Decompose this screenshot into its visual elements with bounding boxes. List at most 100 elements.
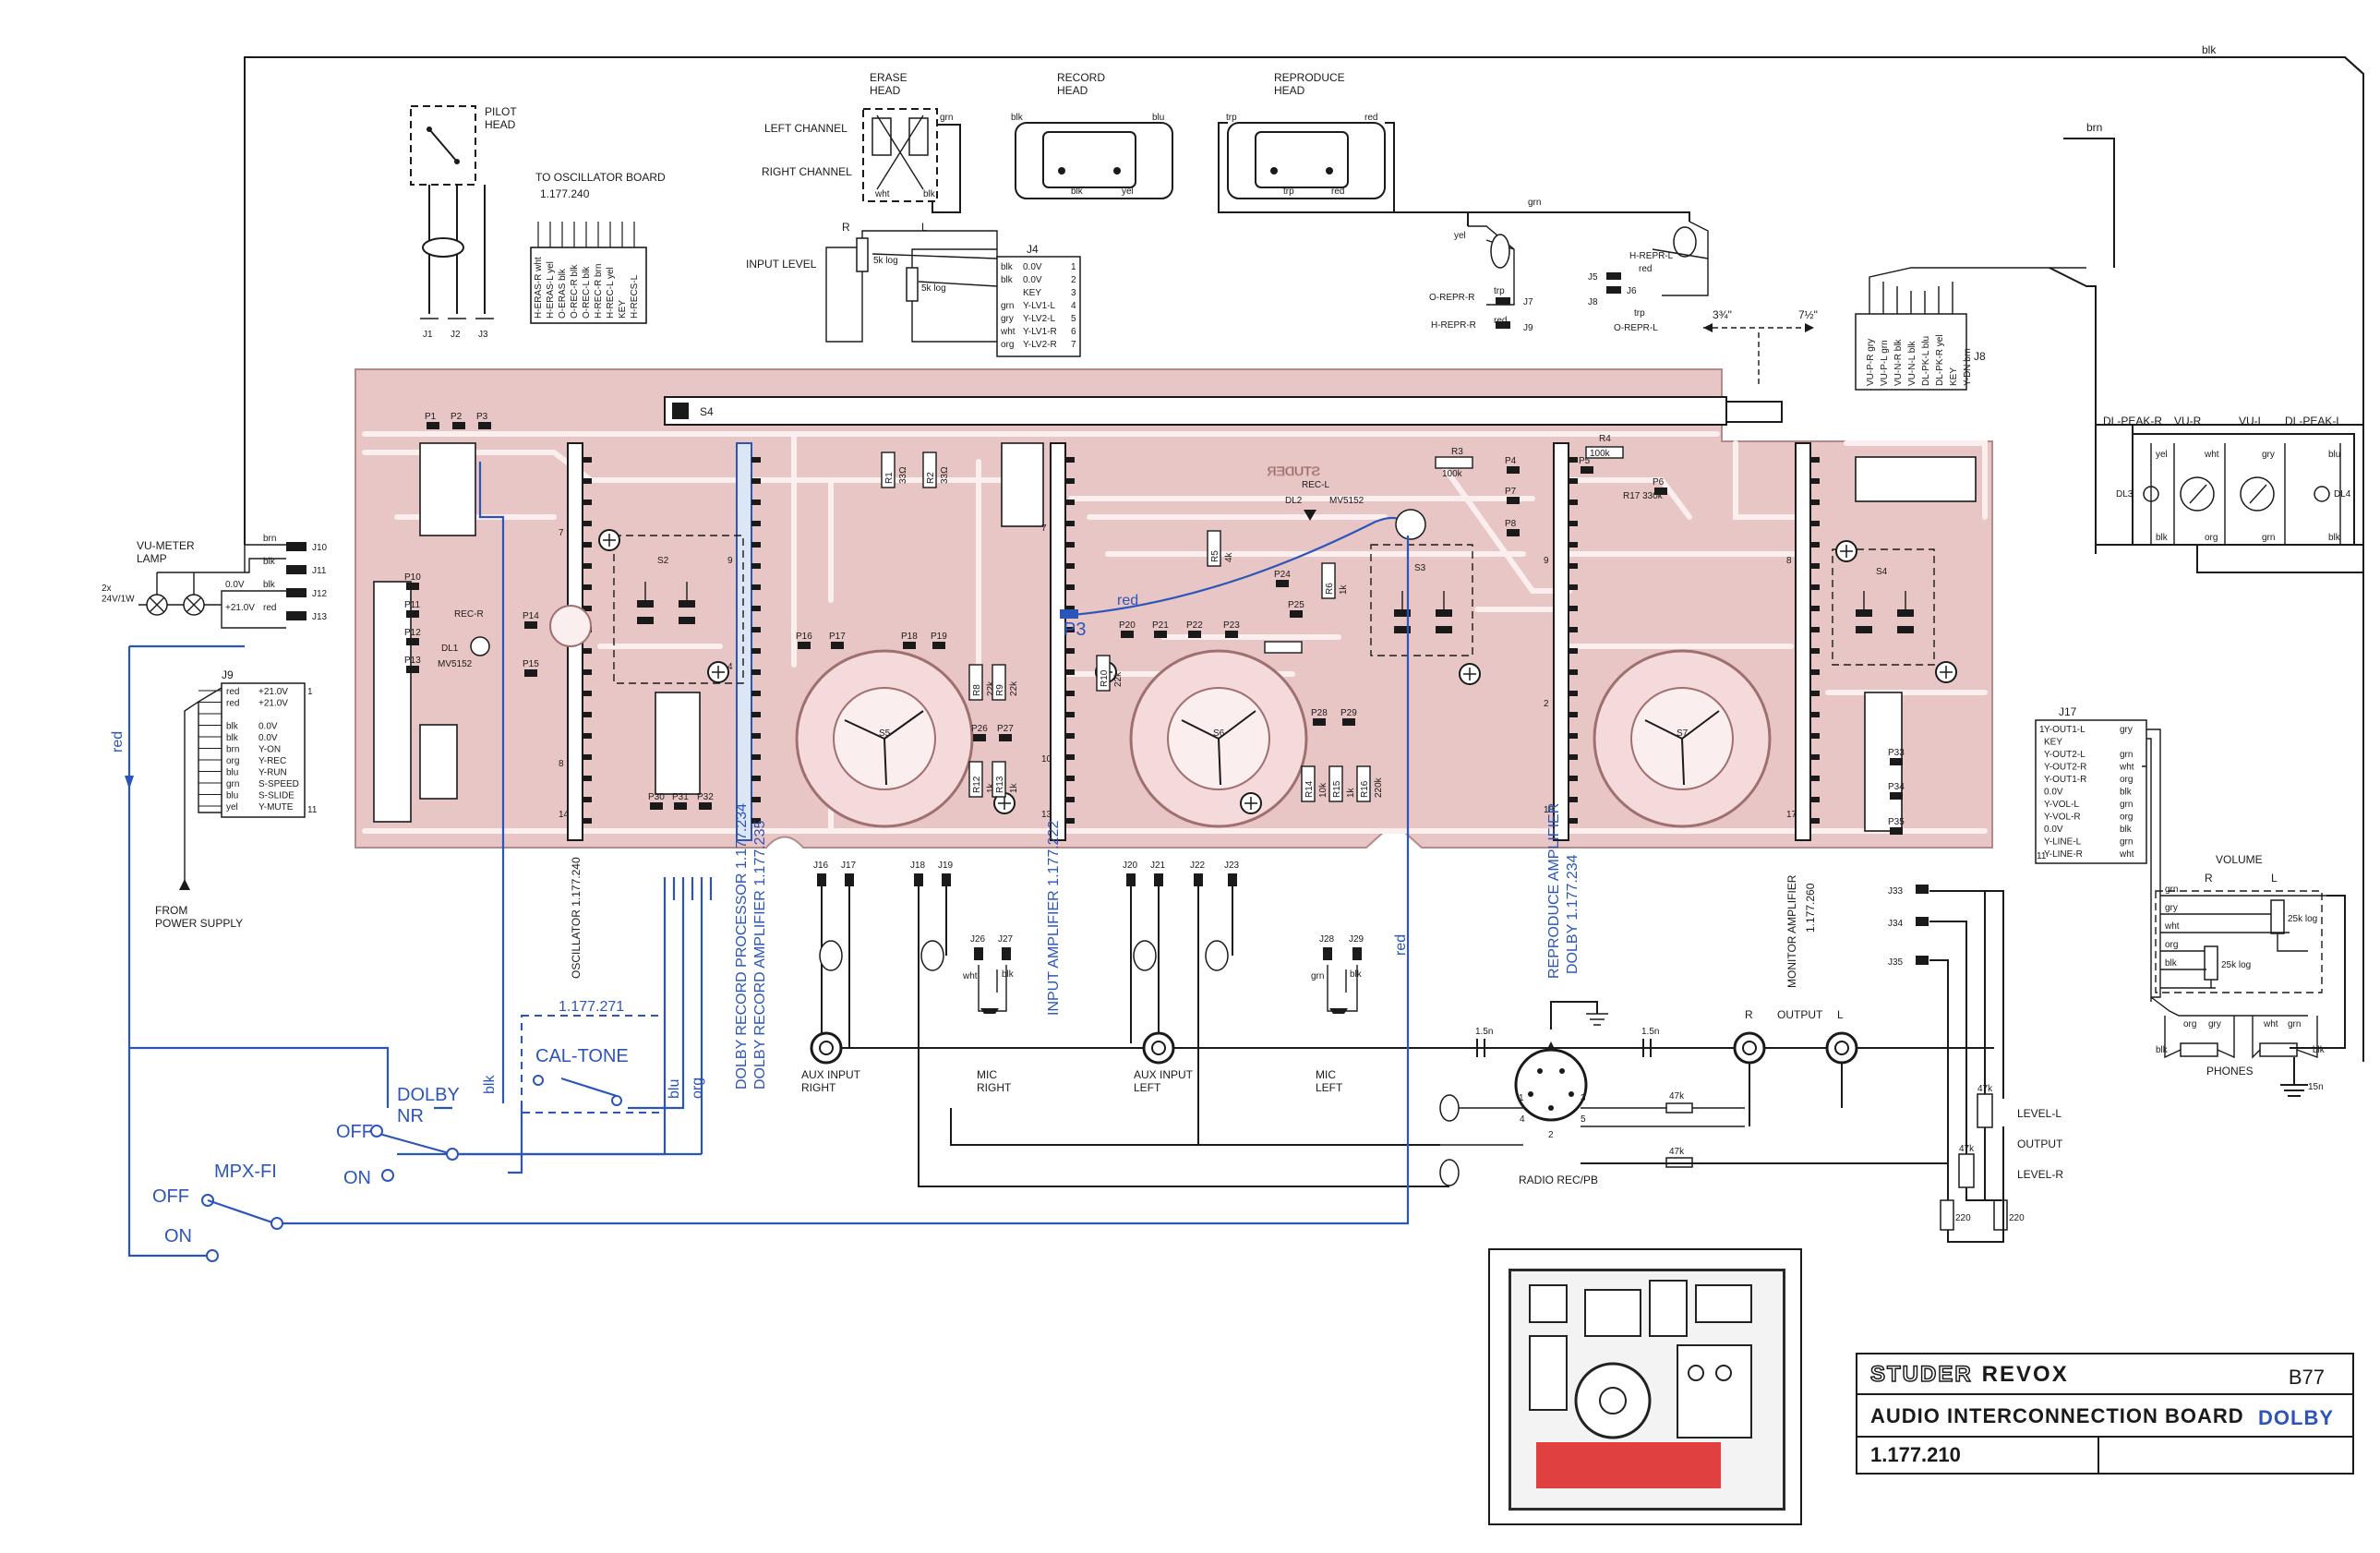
bar-pin bbox=[1569, 542, 1578, 548]
repro-red2: red bbox=[1639, 264, 1652, 274]
j8-label: J8 bbox=[1974, 350, 1986, 363]
top-wire-blk-label: blk bbox=[2202, 43, 2217, 56]
pcb-p30-label: P30 bbox=[648, 792, 665, 802]
j9-row-color: brn bbox=[226, 745, 239, 755]
vu-lamp-color: red bbox=[263, 603, 276, 613]
bar-pin bbox=[583, 754, 592, 760]
oscillator-connector: TO OSCILLATOR BOARD 1.177.240 H-ERAS-R w… bbox=[530, 171, 666, 324]
j4-pin-color: org bbox=[1001, 340, 1014, 350]
resistor-value: 4k bbox=[1224, 551, 1234, 562]
j17-row-sig: Y-LINE-L bbox=[2044, 837, 2082, 848]
dolby-on-contact[interactable] bbox=[381, 1169, 394, 1182]
input-level-r: R bbox=[842, 221, 850, 234]
vu-lamp-color: brn bbox=[263, 534, 276, 544]
mic-l-blk: blk bbox=[1350, 969, 1363, 980]
j8-pin-label: KEY bbox=[1949, 367, 1959, 386]
dl2-label: DL2 bbox=[1285, 496, 1303, 506]
bar-pin bbox=[1065, 478, 1075, 484]
bar-pin bbox=[1810, 457, 1820, 463]
pcb-pad bbox=[973, 734, 986, 741]
bar-pin-number: 18 bbox=[1544, 805, 1555, 815]
bottom-j-pin bbox=[974, 947, 983, 960]
volume-section: VOLUME R L 25k log 25k log grngrywhtorgb… bbox=[2150, 853, 2346, 1097]
pot-47k-b: 47k bbox=[1959, 1144, 1975, 1154]
j9-pin1: 1 bbox=[307, 687, 313, 697]
bar-pin bbox=[1569, 818, 1578, 824]
osc-pin-label: H-REC-R brn bbox=[594, 264, 604, 319]
pcb-pad bbox=[1507, 529, 1520, 536]
bar-pin-number: 13 bbox=[1041, 810, 1052, 820]
din-5: 5 bbox=[1581, 1114, 1586, 1125]
bar-pin bbox=[1065, 521, 1075, 526]
bar-pin bbox=[583, 712, 592, 717]
resistor-value: 22k bbox=[986, 680, 996, 696]
dolby-off-contact[interactable] bbox=[370, 1125, 383, 1138]
bar-pin bbox=[1810, 627, 1820, 632]
erase-wht: wht bbox=[874, 189, 890, 199]
resistor-value: 1k bbox=[986, 782, 996, 793]
j9-row-sig: Y-ON bbox=[258, 745, 281, 755]
bar-pin bbox=[1569, 457, 1578, 463]
blu-wire-label: blu bbox=[667, 1079, 682, 1099]
j4-pin-num: 6 bbox=[1071, 327, 1076, 337]
pcb-p34-label: P34 bbox=[1888, 782, 1905, 792]
pcb-p15-label: P15 bbox=[523, 659, 539, 669]
bar-pin bbox=[583, 733, 592, 739]
bar-pin-number: 2 bbox=[1544, 699, 1549, 709]
thumbnail-drawing bbox=[1529, 1280, 1752, 1439]
bottom-j-label: J29 bbox=[1349, 934, 1364, 945]
vu-lamp-pin bbox=[286, 588, 307, 597]
bar-pin-number: 4 bbox=[727, 662, 733, 672]
r4-value: 100k bbox=[1590, 449, 1611, 459]
pcb-p21-label: P21 bbox=[1152, 620, 1169, 631]
rec-blu: blu bbox=[1152, 113, 1164, 123]
j4-pin-signal: 0.0V bbox=[1023, 262, 1042, 272]
vu-lamp-pin bbox=[286, 611, 307, 620]
pilot-j3: J3 bbox=[478, 330, 488, 340]
pcb-pad bbox=[1507, 497, 1520, 504]
pcb-pad bbox=[1890, 792, 1903, 800]
org-wire-label: org bbox=[690, 1077, 705, 1099]
vu-l-label: VU-L bbox=[2239, 415, 2265, 427]
bar-pin bbox=[751, 521, 761, 526]
j17-row-color: org bbox=[2120, 813, 2133, 823]
mpx-on-contact[interactable] bbox=[206, 1249, 219, 1262]
o-repr-r: O-REPR-R bbox=[1429, 293, 1474, 303]
bar-pin-number: 17 bbox=[1786, 810, 1797, 820]
resistor-value: 1k bbox=[1009, 782, 1019, 793]
bar-pin bbox=[583, 691, 592, 696]
switch-contact bbox=[637, 600, 654, 608]
pcb-pad bbox=[1654, 488, 1667, 495]
rep-trp2: trp bbox=[1283, 187, 1294, 197]
repro-trp: trp bbox=[1494, 286, 1505, 296]
vu-lamp-j: J11 bbox=[312, 566, 327, 576]
bottom-j-label: J35 bbox=[1888, 957, 1904, 968]
j17-pin11: 11 bbox=[2037, 851, 2047, 861]
pcb-pad bbox=[932, 642, 945, 649]
j9-label: J9 bbox=[222, 668, 234, 681]
bar-pin bbox=[583, 457, 592, 463]
pcb-pad bbox=[524, 669, 537, 677]
j17-row-color: wht bbox=[2119, 763, 2134, 773]
bar-pin bbox=[1810, 797, 1820, 802]
repro-connectors: yel O-REPR-R trp H-REPR-R red J7 J9 H-RE… bbox=[1429, 221, 1709, 333]
bar-pin bbox=[1569, 627, 1578, 632]
pcb-pad bbox=[406, 638, 419, 645]
bar-pin bbox=[1065, 648, 1075, 654]
pcb-p11-label: P11 bbox=[404, 600, 420, 610]
bar-pin bbox=[1065, 606, 1075, 611]
j8-pin-label: DL-PK-L blu bbox=[1921, 336, 1931, 386]
cap-1-5n-b: 1.5n bbox=[1641, 1027, 1659, 1037]
pcb-pad bbox=[1225, 631, 1238, 638]
bar-pin-number: 9 bbox=[727, 556, 733, 566]
j9-row-sig: Y-REC bbox=[258, 756, 286, 766]
pcb-pad bbox=[1121, 631, 1134, 638]
